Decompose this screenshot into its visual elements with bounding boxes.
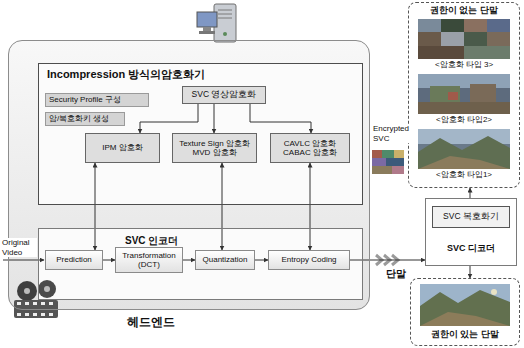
box-heading: <암호화 타입1> xyxy=(409,170,519,180)
box-label: IPM 암호화 xyxy=(102,143,142,152)
box-label: CAVLC 암호화 CABAC 암호화 xyxy=(274,139,346,157)
box-heading: 헤드엔드 xyxy=(127,315,175,329)
connector-arrow xyxy=(214,104,215,133)
box-label: Prediction xyxy=(56,255,92,264)
box-heading: Incompression 방식의암호화기 xyxy=(47,68,205,81)
process-box: SVC 영상암호화 xyxy=(182,86,266,104)
connector-arrow xyxy=(470,188,471,198)
encrypted-thumbnail xyxy=(372,150,404,174)
stream-label: Encrypted SVC xyxy=(372,124,410,143)
box-label: 암/복호화키 생성 xyxy=(49,114,109,123)
box-label: SVC 복호화기 xyxy=(443,212,499,222)
decoder-box: SVC 복호화기 SVC 디코더 xyxy=(425,198,517,266)
box-heading: 권한이 없는 단말 xyxy=(409,5,519,16)
box-heading: <암호화 타입2> xyxy=(409,115,519,125)
box-label: Quantization xyxy=(203,255,248,264)
box-heading: <암호화 타입 3> xyxy=(409,60,519,70)
stage-box: Prediction xyxy=(45,250,103,270)
connector-arrow xyxy=(310,163,311,250)
box-label: Entropy Coding xyxy=(281,255,336,264)
key-tag: 암/복호화키 생성 xyxy=(45,112,125,126)
box-label: Security Profile 구성 xyxy=(49,95,121,104)
panel-fills xyxy=(8,40,370,310)
input-label: Original Video xyxy=(1,238,37,257)
connector-arrow xyxy=(222,163,223,250)
connector-arrow xyxy=(255,260,268,261)
terminal-group: 권한이 없는 단말 <암호화 타입 3> <암호화 타입2> <암호화 타입1> xyxy=(408,2,520,188)
box-heading: SVC 인코더 xyxy=(125,235,178,247)
connector-arrow xyxy=(103,260,115,261)
stage-box: Transformation (DCT) xyxy=(115,247,183,273)
encryptor-box: Security Profile 구성암/복호화키 생성 SVC 영상암호화 IPM… xyxy=(38,63,363,205)
video-frame-type1 xyxy=(418,129,510,169)
encoder-fill xyxy=(38,228,363,300)
box-label: Texture Sign 암호화 MVD 암호화 xyxy=(176,139,253,157)
film-icon xyxy=(14,280,58,318)
terminal-label: 단말 xyxy=(385,268,407,280)
encoder-box: Prediction Transformation (DCT) Quantizati… xyxy=(38,228,363,300)
connector-arrow xyxy=(140,104,198,133)
server-icon xyxy=(197,4,236,42)
video-frame-type3 xyxy=(418,19,510,59)
encryptor-fill xyxy=(38,63,363,205)
connector-arrow xyxy=(250,104,311,133)
box-heading: SVC 디코더 xyxy=(426,243,516,254)
box-label: Transformation (DCT) xyxy=(119,251,179,269)
process-box: IPM 암호화 xyxy=(85,133,160,163)
video-frame-clear xyxy=(420,284,510,326)
process-box: CAVLC 암호화 CABAC 암호화 xyxy=(270,133,350,163)
connector-arrow xyxy=(470,266,471,278)
headend-fill xyxy=(8,40,370,310)
box-label: SVC 영상암호화 xyxy=(192,90,257,100)
headend-panel: Security Profile 구성암/복호화키 생성 SVC 영상암호화 IPM… xyxy=(8,40,370,310)
process-box: SVC 복호화기 xyxy=(432,206,510,228)
box-heading: 권한이 있는 단말 xyxy=(411,329,519,340)
stage-box: Entropy Coding xyxy=(268,250,350,270)
connector-arrow xyxy=(350,260,425,261)
connector-arrow xyxy=(183,260,195,261)
connector-arrow xyxy=(95,163,96,250)
video-frame-type2 xyxy=(418,74,510,114)
terminal-group: 권한이 있는 단말 xyxy=(410,278,520,346)
profile-tag: Security Profile 구성 xyxy=(45,93,149,107)
stage-box: Quantization xyxy=(195,250,255,270)
process-box: Texture Sign 암호화 MVD 암호화 xyxy=(172,133,257,163)
